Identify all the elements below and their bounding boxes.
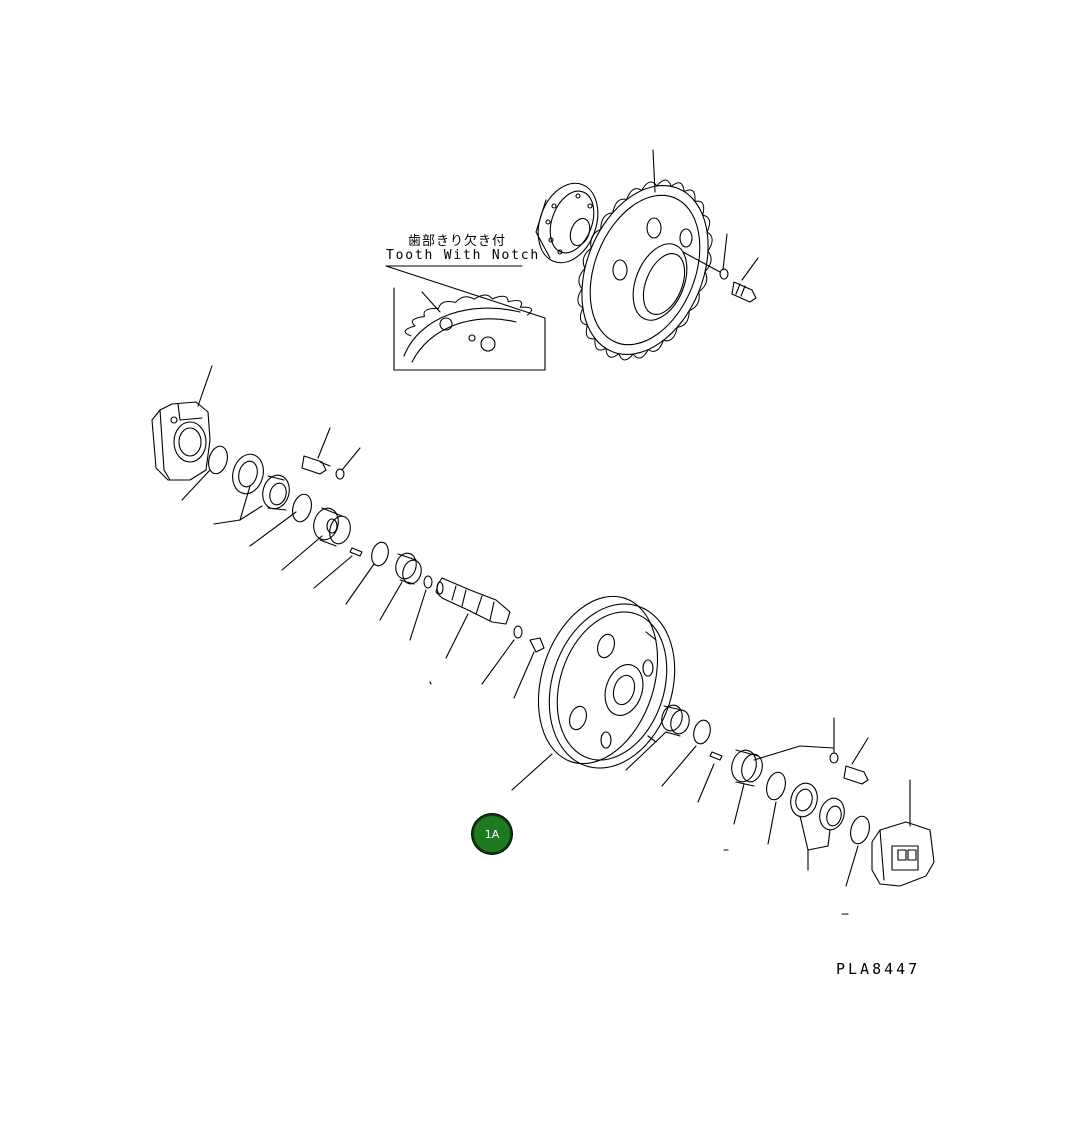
leader-line (511, 753, 553, 791)
leader-line (625, 731, 667, 771)
leader-line (181, 469, 211, 501)
leader-line (379, 581, 403, 621)
left-bearing-housing (151, 401, 211, 481)
floating-seal (262, 474, 290, 511)
leader-line (281, 535, 323, 571)
callout-english-label: Tooth With Notch (386, 248, 541, 263)
o-ring (371, 541, 389, 567)
tick-mark (429, 681, 432, 685)
right-bearing-housing (871, 821, 935, 887)
leader-line (197, 365, 213, 407)
o-ring-small (513, 625, 523, 639)
drawing-code: PLA8447 (836, 960, 921, 978)
sprocket-washer (719, 268, 729, 280)
seal-ring (790, 782, 818, 818)
washer (829, 752, 839, 764)
hotspot-badge-1a[interactable]: 1A (472, 814, 512, 854)
o-ring (292, 493, 312, 523)
bushing (661, 704, 690, 737)
bushing-collar (731, 749, 763, 787)
hotspot-badge-label: 1A (484, 828, 500, 841)
leader-line (807, 829, 831, 871)
sprocket-tooth-profile (404, 294, 533, 337)
o-ring (850, 815, 870, 845)
bolt (301, 455, 331, 475)
leader-line (409, 589, 427, 641)
leader-line (845, 845, 859, 887)
leader-line (481, 639, 515, 685)
leader-line (213, 485, 251, 525)
sprocket-hub (535, 182, 599, 264)
leader-line (317, 427, 331, 459)
leader-line (513, 651, 535, 699)
o-ring-small (423, 575, 433, 589)
seal-ring (232, 453, 264, 495)
leader-line (249, 511, 297, 547)
leader-line (733, 783, 745, 825)
leader-line (661, 745, 697, 787)
leader-line (722, 233, 728, 271)
pin (349, 547, 363, 557)
o-ring (208, 445, 228, 475)
bolt (843, 765, 869, 785)
sprocket-segment (577, 179, 713, 361)
idler-wheel (537, 595, 676, 769)
leader-line (682, 251, 721, 273)
leader-line (652, 149, 656, 193)
leader-line (799, 815, 809, 851)
bushing-collar (313, 507, 351, 547)
leader-line (697, 763, 715, 803)
leader-line (741, 257, 759, 281)
pin (709, 751, 723, 761)
plug (529, 637, 545, 653)
leader-line (239, 505, 263, 521)
leader-line (445, 613, 469, 659)
leader-line (753, 745, 835, 761)
leader-line (313, 555, 353, 589)
o-ring (693, 719, 711, 745)
sprocket-tooth-profile (577, 179, 713, 361)
floating-seal (819, 797, 845, 831)
leader-line (345, 563, 375, 605)
leader-line (851, 737, 869, 765)
leader-line (767, 801, 777, 845)
callout-japanese-label: 歯部きり欠き付 (408, 234, 507, 249)
washer (335, 468, 345, 480)
idler-shaft (435, 577, 511, 625)
leader-line (341, 447, 361, 471)
sprocket-bolt (731, 281, 757, 303)
o-ring (766, 771, 786, 801)
detail-inset (385, 265, 546, 371)
bushing (395, 552, 422, 585)
